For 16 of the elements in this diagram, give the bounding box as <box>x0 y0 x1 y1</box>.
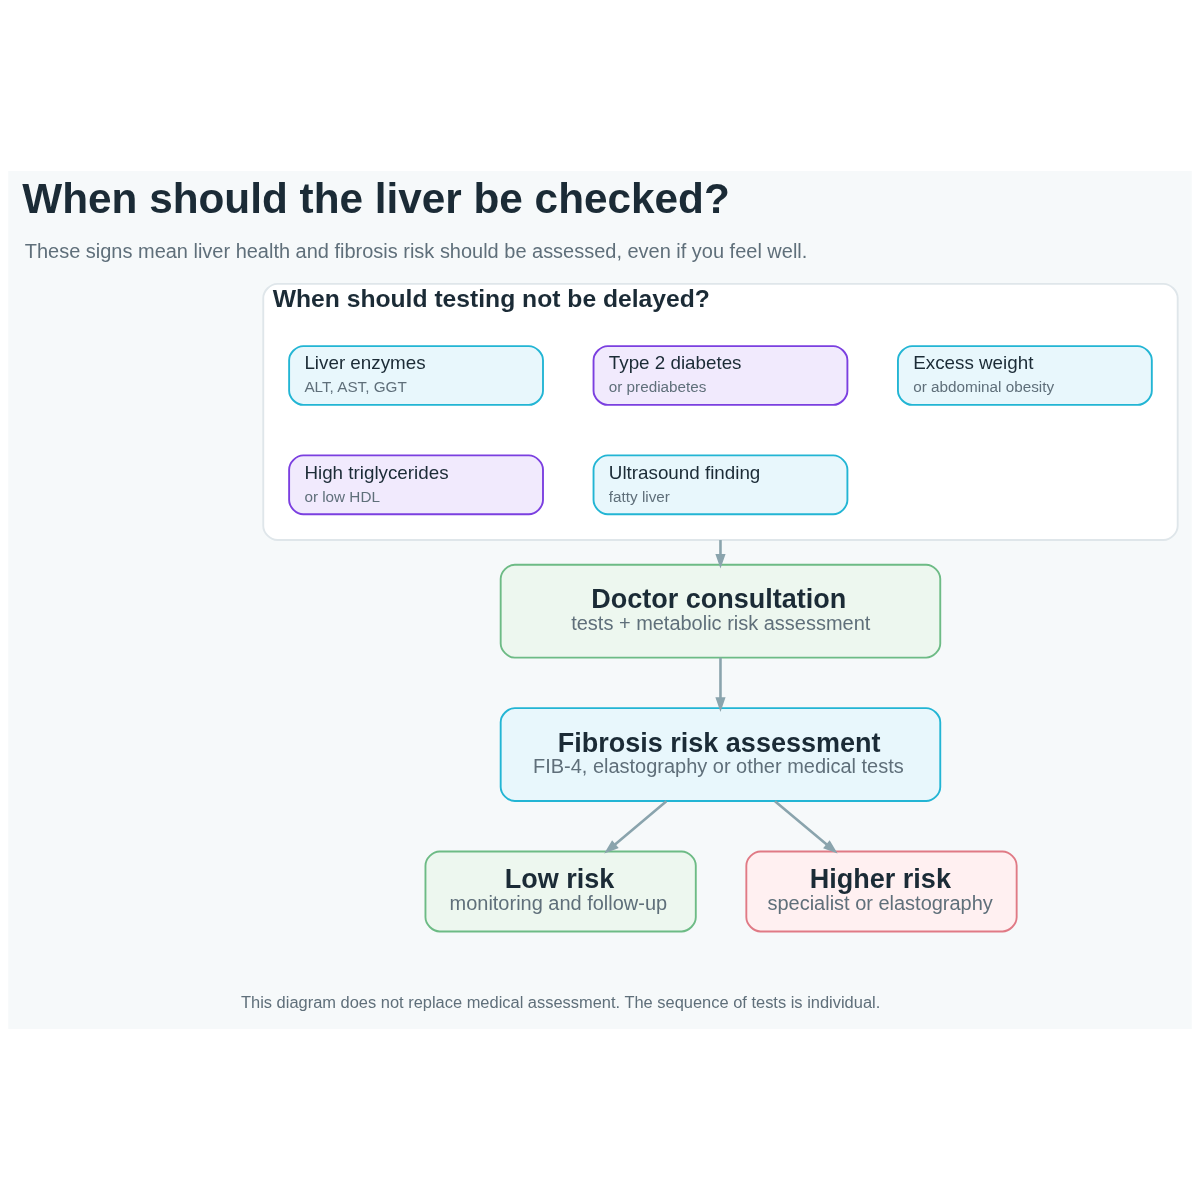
node-box: Liver enzymes ALT, AST, GGT <box>288 345 544 406</box>
node-box: Fibrosis risk assessment FIB-4, elastography or other medical tests <box>499 707 942 802</box>
node-box: High triglycerides or low HDL <box>288 454 544 516</box>
node-box: Ultrasound finding fatty liver <box>592 454 849 516</box>
node-box: Excess weight or abdominal obesity <box>897 345 1153 406</box>
arrow <box>774 800 838 854</box>
diagram-title: When should the liver be checked? <box>22 175 730 223</box>
label: These signs mean liver health and fibrosis risk should be assessed, even if you feel well. <box>24 240 808 263</box>
arrow <box>715 657 726 712</box>
node-box: Doctor consultation tests + metabolic risk assessment <box>499 563 942 659</box>
node-box: Higher risk specialist or elastography <box>745 850 1018 933</box>
arrow <box>604 800 668 854</box>
node-box: Type 2 diabetes or prediabetes <box>592 345 849 406</box>
label: This diagram does not replace medical assessment. The sequence of tests is individual. <box>240 992 881 1011</box>
node-box: Low risk monitoring and follow-up <box>424 850 697 933</box>
arrow <box>715 540 726 569</box>
